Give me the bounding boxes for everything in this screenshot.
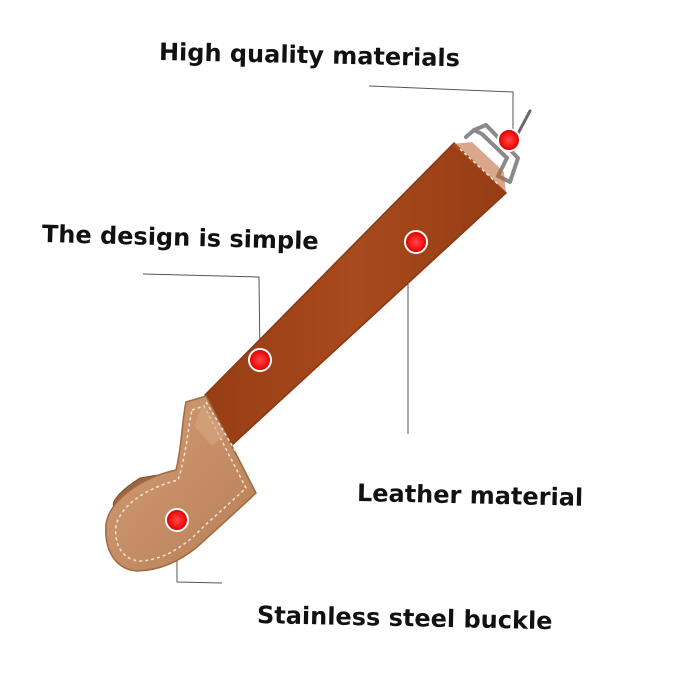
callout-markers — [165, 128, 521, 532]
callout-materials: High quality materials — [158, 38, 461, 73]
patch-stitching — [205, 401, 237, 453]
top-stitching — [459, 148, 500, 186]
marker-dot-icon — [497, 128, 521, 152]
leader-line-design — [142, 273, 261, 361]
callout-design: The design is simple — [41, 220, 320, 256]
marker-dot-icon — [165, 508, 189, 532]
callout-buckle: Stainless steel buckle — [256, 601, 553, 636]
marker-dot-icon — [248, 348, 272, 372]
leader-line-materials — [368, 85, 514, 136]
handle-stitching — [114, 405, 247, 562]
leather-strap — [204, 141, 508, 447]
callout-leather: Leather material — [356, 479, 584, 512]
handle-patch — [194, 404, 226, 446]
marker-dot-icon — [404, 230, 428, 254]
